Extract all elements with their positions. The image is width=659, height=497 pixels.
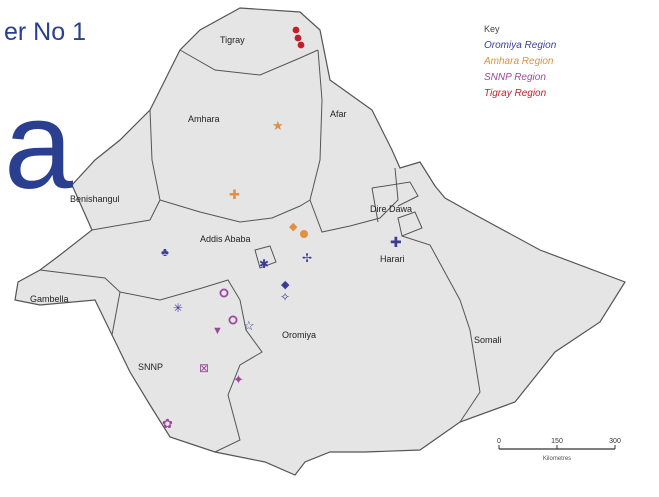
- region-labels: Tigray Afar Amhara Benishangul Addis Aba…: [30, 35, 502, 372]
- scale-tick-300: 300: [609, 438, 621, 445]
- key-item-amhara: Amhara Region: [484, 56, 554, 67]
- site-tigray-1: [292, 26, 300, 34]
- addis-ababa-border: [254, 245, 277, 269]
- label-tigray: Tigray: [220, 35, 245, 45]
- site-tigray-3: [297, 41, 305, 49]
- region-borders: [39, 49, 481, 453]
- site-oromiya-2: ✱: [259, 257, 269, 271]
- label-afar: Afar: [330, 109, 347, 119]
- map-key: Key Oromiya Region Amhara Region SNNP Re…: [484, 24, 556, 102]
- scale-tick-0: 0: [497, 438, 501, 445]
- site-snnp-1: [219, 288, 229, 298]
- study-sites: ★ ✚ ◆ ♣ ✱ ✢ ◆ ✧ ✚ ✳ ☆ ▼ ⊠ ✦ ✿: [161, 26, 402, 431]
- label-harari: Harari: [380, 254, 405, 264]
- dire-dawa-border: [371, 181, 419, 207]
- key-item-snnp: SNNP Region: [484, 72, 546, 83]
- site-amhara-diamond-1: ◆: [289, 221, 298, 233]
- afar-border: [309, 49, 399, 233]
- site-oromiya-4: ◆: [281, 279, 290, 291]
- site-amhara-dot: [300, 230, 308, 238]
- amhara-oromiya-border: [159, 199, 311, 223]
- site-snnp-6: ✿: [162, 416, 173, 431]
- site-oromiya-6: ✚: [390, 234, 402, 250]
- gambella-border: [39, 269, 121, 336]
- key-item-oromiya: Oromiya Region: [484, 40, 557, 51]
- large-letter: a: [4, 77, 73, 215]
- somali-border: [401, 235, 481, 423]
- site-oromiya-1: ♣: [161, 245, 169, 259]
- label-amhara: Amhara: [188, 114, 220, 124]
- label-oromiya: Oromiya: [282, 330, 316, 340]
- key-title: Key: [484, 24, 500, 34]
- site-amhara-star: ★: [272, 118, 284, 133]
- label-snnp: SNNP: [138, 362, 163, 372]
- site-snnp-4: ⊠: [199, 361, 209, 375]
- tigray-amhara-border: [179, 49, 319, 76]
- site-snnp-5: ✦: [233, 372, 244, 387]
- label-dire-dawa: Dire Dawa: [370, 204, 412, 214]
- label-somali: Somali: [474, 335, 502, 345]
- site-tigray-2: [294, 34, 302, 42]
- page-heading: er No 1: [4, 18, 90, 47]
- label-addis-ababa: Addis Ababa: [200, 234, 251, 244]
- label-gambella: Gambella: [30, 294, 69, 304]
- snnp-border: [119, 279, 263, 453]
- oromiya-inner-border: [371, 187, 379, 223]
- scale-bar: 0 150 300 Kilometres: [497, 438, 621, 462]
- label-benishangul: Benishangul: [70, 194, 120, 204]
- site-oromiya-8: ☆: [243, 318, 255, 333]
- site-oromiya-5: ✧: [280, 290, 290, 304]
- site-snnp-2: ▼: [212, 325, 223, 337]
- scale-tick-150: 150: [551, 438, 563, 445]
- scale-unit: Kilometres: [543, 456, 571, 462]
- ethiopia-outline: [14, 7, 626, 476]
- key-item-tigray: Tigray Region: [484, 88, 547, 99]
- site-oromiya-7: ✳: [173, 301, 183, 315]
- site-snnp-3: [228, 315, 238, 325]
- site-oromiya-3: ✢: [302, 251, 312, 265]
- site-amhara-cross: ✚: [229, 187, 240, 202]
- harari-border: [397, 211, 423, 237]
